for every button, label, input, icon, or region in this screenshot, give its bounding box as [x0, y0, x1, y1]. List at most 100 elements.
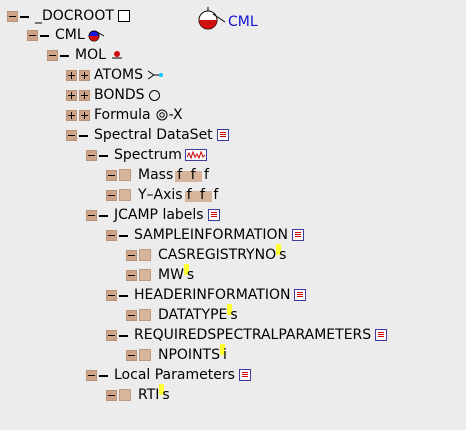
- node-label: _DOCROOT: [35, 8, 114, 24]
- tree-node-datatype[interactable]: DATATYPE s: [126, 304, 238, 325]
- molecule-icon: [111, 51, 122, 59]
- tree-node-spectrum[interactable]: Spectrum: [86, 145, 207, 165]
- tree-node-requiredspectralparameters[interactable]: REQUIREDSPECTRALPARAMETERS: [106, 325, 388, 345]
- collapse-toggle[interactable]: [66, 129, 77, 141]
- integer-type: i: [219, 344, 227, 363]
- tree-node-jcamp-labels[interactable]: JCAMP labels: [86, 205, 220, 225]
- collapse-toggle[interactable]: [7, 10, 18, 22]
- tree-node-atoms[interactable]: ATOMS: [66, 65, 164, 85]
- collapse-toggle[interactable]: [106, 169, 117, 181]
- leaf-marker: [119, 389, 131, 401]
- expanded-marker: [99, 371, 108, 380]
- leaf-marker: [119, 189, 131, 201]
- collapse-toggle[interactable]: [86, 149, 97, 161]
- document-icon: [207, 209, 220, 221]
- flask-small-icon: [88, 30, 104, 42]
- leaf-marker: [139, 349, 151, 361]
- type-label: i: [222, 347, 227, 363]
- collapse-toggle[interactable]: [106, 189, 117, 201]
- collapse-toggle[interactable]: [126, 249, 137, 261]
- collapse-toggle[interactable]: [106, 229, 117, 241]
- tree-node-bonds[interactable]: BONDS: [66, 85, 160, 105]
- type-label: s: [186, 267, 195, 283]
- collapse-toggle[interactable]: [86, 209, 97, 221]
- tree-node-yaxis[interactable]: Y–Axis f f f: [106, 185, 220, 205]
- node-label: DATATYPE: [158, 307, 228, 323]
- node-label: MOL: [75, 47, 106, 63]
- document-icon: [292, 229, 305, 241]
- tree-node-npoints[interactable]: NPOINTS i: [126, 344, 227, 365]
- expanded-marker: [40, 31, 49, 40]
- collapsed-marker: [79, 69, 90, 81]
- expand-toggle[interactable]: [66, 69, 77, 81]
- document-icon: [294, 289, 307, 301]
- tree-node-local-parameters[interactable]: Local Parameters: [86, 365, 251, 385]
- tree-node-formula[interactable]: Formula -X: [66, 105, 183, 125]
- node-label: BONDS: [94, 87, 145, 103]
- collapse-toggle[interactable]: [106, 329, 117, 341]
- tree-node-casregistryno[interactable]: CASREGISTRYNO s: [126, 244, 286, 265]
- tree-node-mw[interactable]: MW s: [126, 264, 195, 285]
- expanded-marker: [99, 151, 108, 160]
- leaf-marker: [119, 169, 131, 181]
- node-label: SAMPLEINFORMATION: [134, 227, 289, 243]
- expanded-marker: [20, 12, 29, 21]
- spectrum-icon: [184, 149, 207, 161]
- leaf-marker: [139, 249, 151, 261]
- string-type: s: [276, 244, 286, 263]
- expanded-marker: [119, 231, 128, 240]
- node-label: Local Parameters: [114, 367, 235, 383]
- expanded-marker: [99, 211, 108, 220]
- node-label: Y–Axis: [138, 187, 183, 203]
- node-label: REQUIREDSPECTRALPARAMETERS: [134, 327, 372, 343]
- node-label: Formula: [94, 107, 151, 123]
- collapse-toggle[interactable]: [106, 389, 117, 401]
- node-label: CML: [55, 27, 85, 43]
- collapse-toggle[interactable]: [27, 29, 38, 41]
- tree-node-headerinformation[interactable]: HEADERINFORMATION: [106, 285, 307, 305]
- tree-node-mol[interactable]: MOL: [47, 45, 124, 65]
- collapse-toggle[interactable]: [106, 289, 117, 301]
- node-label: HEADERINFORMATION: [134, 287, 291, 303]
- type-label: s: [162, 387, 170, 403]
- collapse-toggle[interactable]: [47, 49, 58, 61]
- logo-label: CML: [228, 14, 258, 30]
- node-label: Mass: [138, 167, 174, 183]
- expanded-marker: [79, 131, 88, 140]
- node-label: NPOINTS: [158, 347, 220, 363]
- expanded-marker: [60, 51, 69, 60]
- string-type: s: [227, 304, 238, 323]
- format-type: f f f: [175, 167, 211, 183]
- collapse-toggle[interactable]: [126, 269, 137, 281]
- format-label: f f f: [186, 187, 221, 203]
- atoms-icon: [147, 70, 164, 80]
- tree-node-spectral-dataset[interactable]: Spectral DataSet: [66, 125, 229, 145]
- formula-icon: [156, 109, 168, 121]
- tree-node-sampleinformation[interactable]: SAMPLEINFORMATION: [106, 225, 305, 245]
- node-label: RTI: [138, 387, 160, 403]
- formula-suffix: -X: [168, 107, 183, 123]
- expand-toggle[interactable]: [66, 109, 77, 121]
- expanded-marker: [119, 331, 128, 340]
- tree-node-docroot[interactable]: _DOCROOT: [7, 6, 130, 26]
- collapsed-marker: [79, 109, 90, 121]
- expand-toggle[interactable]: [66, 89, 77, 101]
- document-icon: [238, 369, 251, 381]
- node-label: Spectrum: [114, 147, 182, 163]
- collapse-toggle[interactable]: [86, 369, 97, 381]
- tree-node-cml[interactable]: CML: [27, 25, 105, 45]
- tree-node-mass[interactable]: Mass f f f: [106, 165, 211, 185]
- leaf-marker: [139, 309, 151, 321]
- expanded-marker: [119, 291, 128, 300]
- type-label: s: [230, 307, 238, 323]
- tree-node-rti[interactable]: RTI s: [106, 384, 170, 405]
- bonds-icon: [148, 89, 160, 101]
- document-icon: [375, 329, 388, 341]
- flask-icon: [198, 7, 226, 30]
- string-type: s: [183, 264, 195, 283]
- collapsed-marker: [79, 89, 90, 101]
- collapse-toggle[interactable]: [126, 309, 137, 321]
- collapse-toggle[interactable]: [126, 349, 137, 361]
- root-square-icon: [117, 10, 130, 22]
- node-label: Spectral DataSet: [94, 127, 213, 143]
